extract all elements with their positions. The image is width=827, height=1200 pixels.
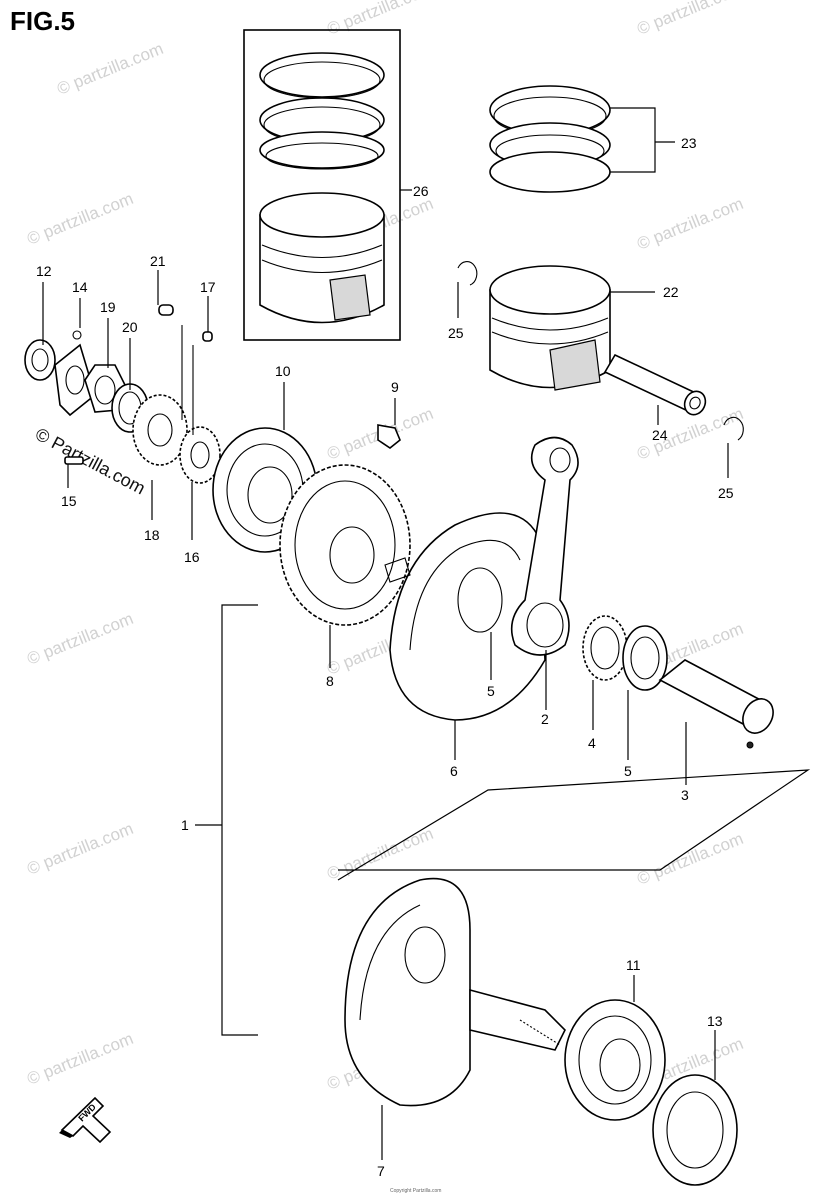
callout-4: 4 xyxy=(588,735,596,751)
callout-10: 10 xyxy=(275,363,291,379)
gear-8 xyxy=(279,464,411,626)
callout-24: 24 xyxy=(652,427,668,443)
watermark: © partzilla.com xyxy=(634,0,746,39)
washer-14 xyxy=(54,330,96,417)
callout-17: 17 xyxy=(200,279,216,295)
watermark: © partzilla.com xyxy=(634,194,746,254)
callout-14: 14 xyxy=(72,279,88,295)
key-21 xyxy=(158,304,183,420)
crank-pin xyxy=(658,659,774,749)
piston-ring-set xyxy=(489,85,611,193)
watermark: © partzilla.com xyxy=(634,829,746,889)
callout-25: 25 xyxy=(718,485,734,501)
callout-7: 7 xyxy=(377,1163,385,1179)
callout-23: 23 xyxy=(681,135,697,151)
callout-3: 3 xyxy=(681,787,689,803)
footer-copyright: Copyright Partzilla.com xyxy=(390,1188,441,1194)
figure-title: FIG.5 xyxy=(10,6,76,36)
thrust-washer xyxy=(622,625,668,691)
watermark: © partzilla.com xyxy=(24,819,136,879)
assembly-guide-frame xyxy=(337,769,811,881)
callout-18: 18 xyxy=(144,527,160,543)
gear-16 xyxy=(179,426,221,484)
key-17 xyxy=(192,331,213,435)
callout-19: 19 xyxy=(100,299,116,315)
callout-5: 5 xyxy=(624,763,632,779)
watermark: © partzilla.com xyxy=(324,0,436,39)
oil-seal-12 xyxy=(24,339,56,381)
needle-bearing xyxy=(582,615,628,681)
watermark: © partzilla.com xyxy=(54,39,166,99)
piston-kit-box xyxy=(243,29,401,341)
callout-1: 1 xyxy=(181,817,189,833)
leader-lines xyxy=(42,107,729,1160)
gear-18 xyxy=(132,394,188,466)
callout-11: 11 xyxy=(626,957,641,973)
callout-labels: 1 2 3 4 5 5 6 7 8 9 10 11 12 13 14 15 16… xyxy=(36,135,734,1179)
pin-15 xyxy=(64,456,84,465)
callout-2: 2 xyxy=(541,711,549,727)
callout-26: 26 xyxy=(413,183,429,199)
circlip-lower xyxy=(723,416,744,441)
callout-9: 9 xyxy=(391,379,399,395)
callout-16: 16 xyxy=(184,549,200,565)
oil-jet-9 xyxy=(377,424,401,449)
circlip-upper xyxy=(457,261,478,286)
callout-13: 13 xyxy=(707,1013,723,1029)
callout-12: 12 xyxy=(36,263,52,279)
bearing-11 xyxy=(564,999,666,1121)
piston xyxy=(489,265,611,391)
callout-21: 21 xyxy=(150,253,166,269)
connecting-rod xyxy=(510,436,579,656)
piston-pin xyxy=(603,353,707,416)
callout-5: 5 xyxy=(487,683,495,699)
callout-8: 8 xyxy=(326,673,334,689)
callout-20: 20 xyxy=(122,319,138,335)
watermark: © partzilla.com xyxy=(24,189,136,249)
watermark: © partzilla.com xyxy=(24,1029,136,1089)
callout-6: 6 xyxy=(450,763,458,779)
crank-web-7 xyxy=(344,877,566,1107)
oil-seal-13 xyxy=(652,1074,738,1186)
assembly-bracket xyxy=(195,604,258,1036)
watermark-prominent: © Partzilla.com xyxy=(32,424,148,499)
callout-25: 25 xyxy=(448,325,464,341)
watermark: © partzilla.com xyxy=(24,609,136,669)
callout-15: 15 xyxy=(61,493,77,509)
fwd-arrow-icon: FWD xyxy=(59,1096,112,1144)
watermark: © partzilla.com xyxy=(324,824,436,884)
callout-22: 22 xyxy=(663,284,679,300)
